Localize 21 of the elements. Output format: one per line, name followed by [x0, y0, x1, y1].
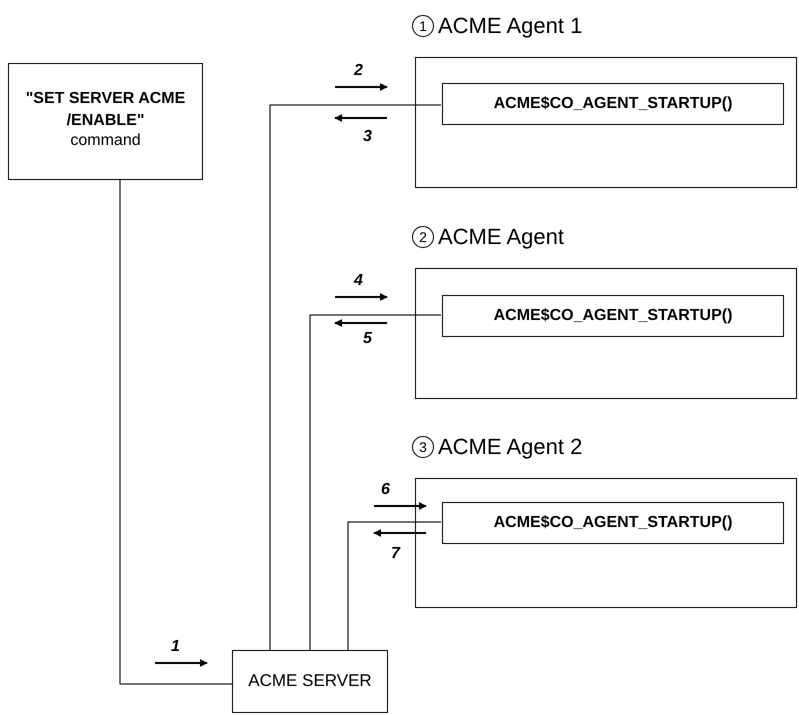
function-name: ACME$CO_AGENT_STARTUP()	[492, 306, 734, 326]
function-name: ACME$CO_AGENT_STARTUP()	[492, 513, 734, 533]
command-label: command	[70, 132, 141, 150]
circled-number: 1	[412, 15, 434, 37]
function-box	[442, 295, 784, 337]
circled-number: 3	[412, 436, 434, 458]
connector-line	[348, 522, 442, 650]
agent-title: ACME Agent	[438, 224, 564, 250]
agent-title: ACME Agent 2	[438, 434, 582, 460]
server-label: ACME SERVER	[247, 671, 373, 691]
circled-number: 2	[412, 226, 434, 248]
function-box	[442, 83, 784, 125]
command-text: "SET SERVER ACME /ENABLE"	[24, 89, 186, 131]
function-box	[442, 502, 784, 544]
server-box	[232, 650, 388, 713]
connector-line	[270, 104, 442, 650]
connector-line	[120, 180, 232, 684]
function-name: ACME$CO_AGENT_STARTUP()	[492, 94, 734, 114]
command-box	[8, 63, 203, 180]
connector-line	[310, 314, 442, 650]
agent-title: ACME Agent 1	[438, 13, 582, 39]
